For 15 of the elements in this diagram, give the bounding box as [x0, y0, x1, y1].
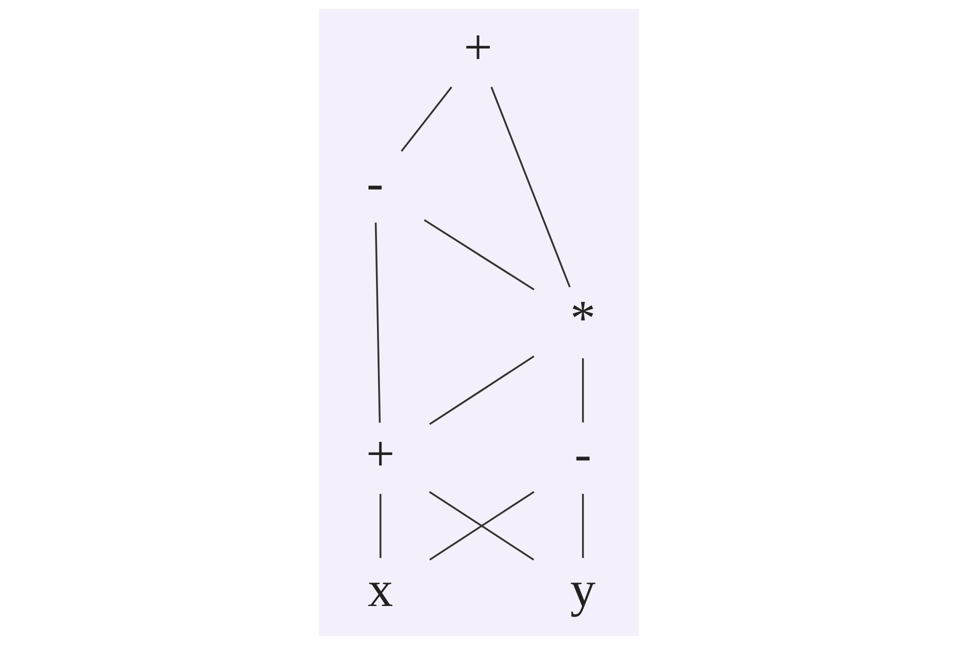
- connector: [380, 494, 382, 558]
- node-text: y: [570, 561, 596, 618]
- connector: [582, 494, 584, 558]
- connector: [400, 86, 452, 152]
- node-text: -: [366, 154, 384, 210]
- node-text: +: [464, 18, 492, 75]
- connector: [490, 86, 571, 288]
- node-text: x: [368, 561, 394, 618]
- node-text: -: [574, 426, 592, 482]
- connector: [582, 358, 584, 422]
- connector: [374, 222, 381, 423]
- node-text: *: [570, 290, 596, 346]
- node-text: +: [366, 426, 395, 482]
- connector: [424, 219, 535, 290]
- connector: [429, 356, 534, 425]
